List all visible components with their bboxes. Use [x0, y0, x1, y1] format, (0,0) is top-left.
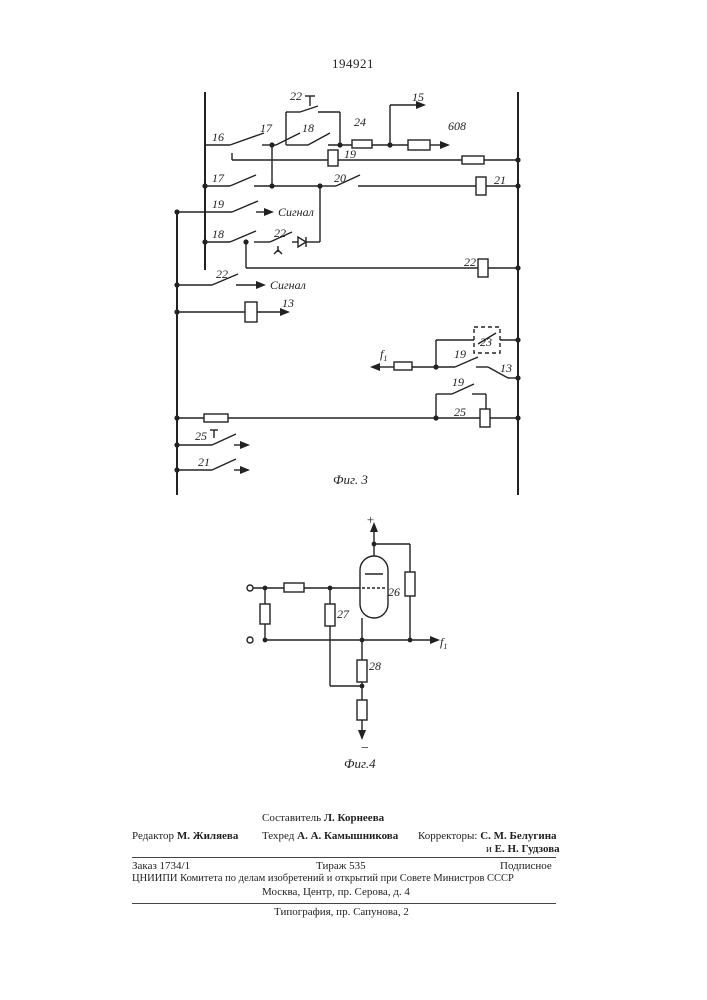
minus-arrow-icon: [358, 730, 366, 740]
order-number: Заказ 1734/1: [132, 860, 190, 872]
techred-name: А. А. Камышникова: [297, 830, 398, 842]
label-19b: 19: [212, 197, 224, 211]
label-25-button: 25: [195, 429, 207, 443]
contact-21b: [212, 459, 236, 470]
label-plus: +: [366, 512, 375, 527]
techred-line: Техред А. А. Камышникова: [262, 830, 398, 842]
label-minus: −: [360, 741, 369, 756]
label-19-coil: 19: [344, 147, 356, 161]
figure-3-caption: Фиг. 3: [333, 472, 368, 487]
diode-icon: [298, 237, 306, 247]
contact-16: [230, 133, 264, 145]
contact-17: [276, 133, 300, 145]
resistor-row2: [462, 156, 484, 164]
subscription: Подписное: [500, 860, 552, 872]
label-28: 28: [369, 659, 381, 673]
label-22-coil: 22: [464, 255, 476, 269]
label-18a: 18: [302, 121, 314, 135]
address: Москва, Центр, пр. Серова, д. 4: [262, 886, 410, 898]
input-resistor: [260, 604, 270, 624]
print-run: Тираж 535: [316, 860, 366, 872]
label-18b: 18: [212, 227, 224, 241]
label-22-bot: 22: [216, 267, 228, 281]
corrector-1: С. М. Белугина: [480, 830, 556, 842]
corrector-2-line: и Е. Н. Гудзова: [486, 843, 560, 855]
label-25-coil: 25: [454, 405, 466, 419]
label-17a: 17: [260, 121, 273, 135]
label-24: 24: [354, 115, 366, 129]
corrector-2-prefix: и: [486, 843, 492, 855]
label-signal-2: Сигнал: [270, 278, 306, 292]
colophon-divider-2: [132, 903, 556, 904]
contact-19b: [232, 201, 258, 212]
label-22-mid: 22: [274, 226, 286, 240]
resistor-608: [408, 140, 430, 150]
editor-line: Редактор М. Жиляева: [132, 830, 238, 842]
techred-label: Техред: [262, 830, 294, 842]
resistor-row25: [204, 414, 228, 422]
button-25: [212, 434, 236, 445]
label-21-coil: 21: [494, 173, 506, 187]
correctors-line: Корректоры: С. М. Белугина: [418, 830, 557, 842]
figure-3-schematic: 22 15 24 608 16 17 18 19 17 20 21 19 Сиг…: [174, 89, 520, 495]
input-terminal-bottom: [247, 637, 253, 643]
relay-coil-19: [328, 150, 338, 166]
relay-coil-22: [478, 259, 488, 277]
figure-4-caption: Фиг.4: [344, 756, 376, 771]
label-26: 26: [388, 585, 400, 599]
label-608: 608: [448, 119, 466, 133]
anode-resistor: [405, 572, 415, 596]
vacuum-tube-26: [360, 556, 388, 618]
contact-18b: [230, 231, 256, 242]
label-22-top: 22: [290, 89, 302, 103]
figure-4-schematic: + − 26 27 28 f1 Фиг.4: [247, 512, 447, 771]
label-f1: f1: [380, 347, 387, 363]
resistor-27: [325, 604, 335, 626]
label-16: 16: [212, 130, 224, 144]
grid-resistor: [284, 583, 304, 592]
relay-coil-21: [476, 177, 486, 195]
compiler-name: Л. Корнеева: [324, 812, 384, 824]
compiler-label: Составитель: [262, 812, 321, 824]
label-21b: 21: [198, 455, 210, 469]
input-terminal-top: [247, 585, 253, 591]
contact-17b: [230, 175, 256, 186]
label-19c: 19: [454, 347, 466, 361]
label-f1-fig4: f1: [440, 635, 447, 651]
colophon-divider-1: [132, 857, 556, 858]
label-27: 27: [337, 607, 350, 621]
corrector-2: Е. Н. Гудзова: [495, 843, 560, 855]
label-15: 15: [412, 90, 424, 104]
connector-f1: [394, 362, 412, 370]
label-19d: 19: [452, 375, 464, 389]
label-20: 20: [334, 171, 346, 185]
label-23: 23: [480, 335, 492, 349]
editor-name: М. Жиляева: [177, 830, 239, 842]
label-13b: 13: [500, 361, 512, 375]
relay-coil-13: [245, 302, 257, 322]
resistor-28: [357, 660, 367, 682]
label-13-coil: 13: [282, 296, 294, 310]
relay-coil-25: [480, 409, 490, 427]
editor-label: Редактор: [132, 830, 174, 842]
button-22-top: [300, 106, 318, 112]
correctors-label: Корректоры:: [418, 830, 477, 842]
label-signal-1: Сигнал: [278, 205, 314, 219]
printing-house: Типография, пр. Сапунова, 2: [274, 906, 409, 918]
label-17b: 17: [212, 171, 225, 185]
compiler-line: Составитель Л. Корнеева: [262, 812, 384, 824]
institute: ЦНИИПИ Комитета по делам изобретений и о…: [132, 873, 514, 884]
bias-resistor: [357, 700, 367, 720]
